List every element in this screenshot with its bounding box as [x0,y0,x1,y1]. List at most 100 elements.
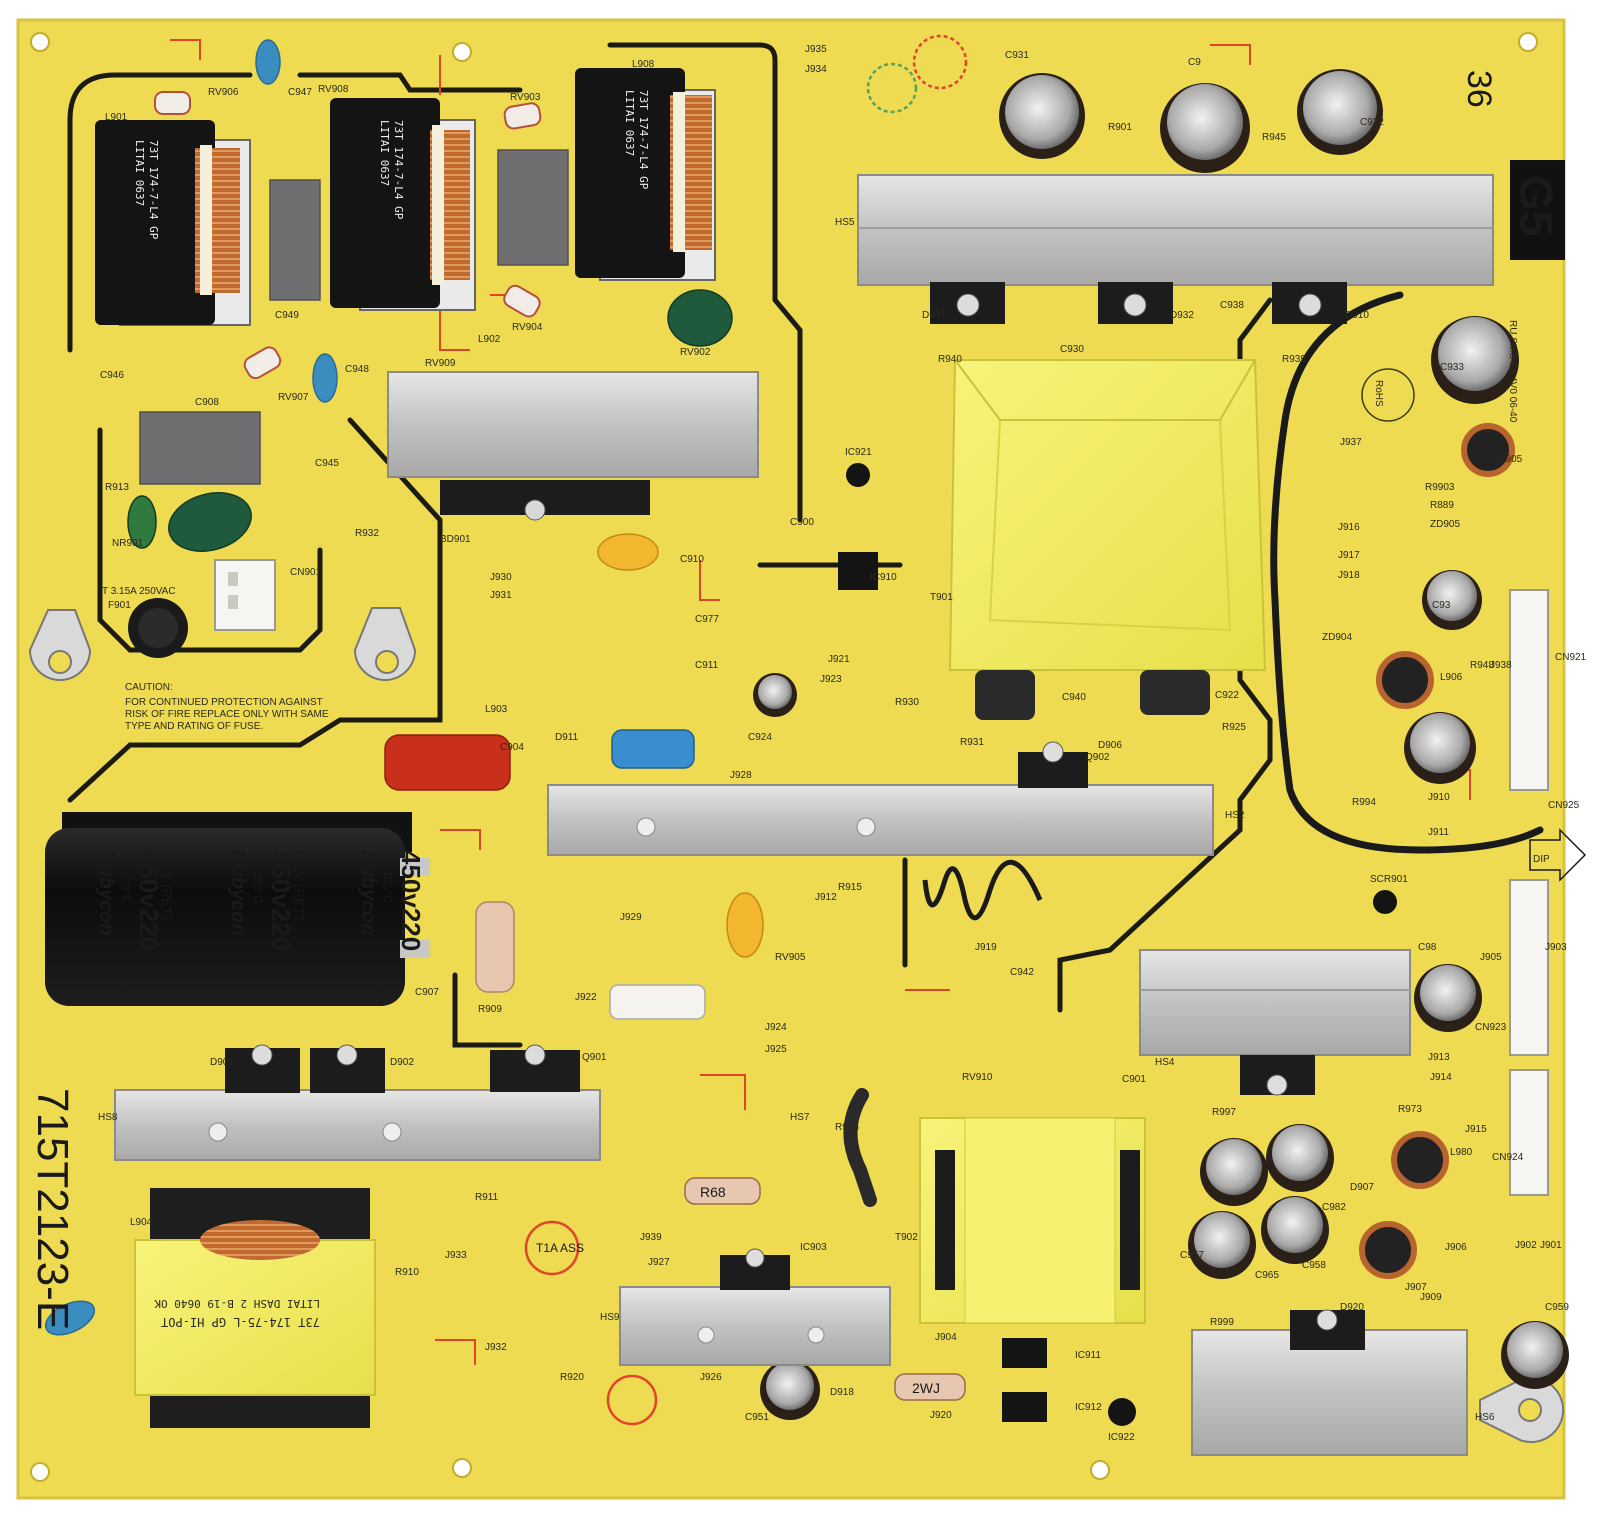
ref-j905: J905 [1480,952,1502,963]
ref-j937: J937 [1340,437,1362,448]
heatsink-hs9 [619,1248,891,1366]
cap-temp-2: CE 105°C [251,850,265,904]
common-mode-choke-1: 73T 174-7-L4 GP LITAI 0637 [95,120,251,326]
ref-r889: R889 [1430,500,1454,511]
ref-j904: J904 [935,1332,957,1343]
cap-rating-2: 450v220 [266,850,296,951]
cap-brand: Rubycon [95,850,117,936]
ref-j909: J909 [1420,1292,1442,1303]
ref-j935: J935 [805,44,827,55]
ref-ic903: IC903 [800,1242,827,1253]
ref-j917: J917 [1338,550,1360,561]
ref-f901: F901 [108,600,131,611]
ref-d931: D931 [922,310,946,321]
bulk-cap-text-3: Rubycon CE 105°C 450v220 [357,850,426,951]
ref-r945: R945 [1262,132,1286,143]
ref-j906: J906 [1445,1242,1467,1253]
revision-marking-g5: G5 [1510,160,1565,260]
ref-d906: D906 [1098,740,1122,751]
inductors-copper [1359,423,1515,1279]
ref-c904: C904 [500,742,524,753]
ref-j932: J932 [485,1342,507,1353]
choke-3-line2: LITAI 0637 [623,90,636,156]
ref-c908: C908 [195,397,219,408]
fuse-rating-label: T 3.15A 250VAC [102,586,176,597]
ref-j919: J919 [975,942,997,953]
ref-j933: J933 [445,1250,467,1261]
ref-ic911: IC911 [1075,1350,1101,1361]
ref-rv909: RV909 [425,358,456,369]
ref-j938: J938 [1490,660,1512,671]
ref-j901: J901 [1540,1240,1562,1251]
ref-r965: R965 [835,1122,859,1133]
ref-hs4: HS4 [1155,1057,1175,1068]
ref-r973: R973 [1398,1104,1422,1115]
ref-c949: C949 [275,310,299,321]
ceramic-resistor [609,984,706,1020]
ref-rv907: RV907 [278,392,309,403]
ref-l901: L901 [105,112,128,123]
ref-t902: T902 [895,1232,918,1243]
ref-c93: C93 [1432,600,1451,611]
ref-hs5: HS5 [835,217,855,228]
common-mode-choke-3: 73T 174-7-L4 GP LITAI 0637 [575,68,716,281]
heatsink-bridge [387,371,759,521]
ref-c930: C930 [1060,344,1084,355]
ref-c907: C907 [415,987,439,998]
caution-line-2: RISK OF FIRE REPLACE ONLY WITH SAME [125,709,329,720]
choke-1-marking: 73T 174-7-L4 GP [147,140,160,240]
lot-mark: 36 [1460,70,1498,108]
ref-j902: J902 [1515,1240,1537,1251]
ref-j924: J924 [765,1022,787,1033]
ref-c922: C922 [1215,690,1239,701]
cap-rating: 450v220 [134,850,164,951]
transformer-l904-marking: 73T 174-75-L GP HI-POT [161,1315,320,1329]
ref-j913: J913 [1428,1052,1450,1063]
ref-ic912: IC912 [1075,1402,1102,1413]
ref-l903: L903 [485,704,508,715]
ref-l980: L980 [1450,1147,1473,1158]
heatsink-hs6 [1191,1309,1468,1456]
ref-rv904: RV904 [512,322,543,333]
ref-r913: R913 [105,482,129,493]
ref-r925: R925 [1222,722,1246,733]
ref-rv905: RV905 [775,952,806,963]
ref-j907: J907 [1405,1282,1427,1293]
green-stamp-top [866,62,918,114]
ref-c982: C982 [1322,1202,1346,1213]
bulk-cap-text-2: Rubycon CE 105°C 450v220 MXY (PET) [227,850,307,951]
ref-rv908: RV908 [318,84,349,95]
ref-j915: J915 [1465,1124,1487,1135]
ref-j911: J911 [1428,827,1449,838]
pcb-traces [67,42,1273,1048]
ref-hs9: HS9 [600,1312,620,1323]
transformer-l904: 73T 174-75-L GP HI-POT LITAI DASH 2 B-19… [134,1188,376,1428]
ref-j910: J910 [1428,792,1450,803]
ref-c901: C901 [1122,1074,1146,1085]
ref-r910: R910 [395,1267,419,1278]
cap-series: MXY (PET) [159,850,175,921]
ref-j921: J921 [828,654,850,665]
ref-c965: C965 [1255,1270,1279,1281]
ref-j939: J939 [640,1232,662,1243]
ref-c910: C910 [680,554,704,565]
ref-r901: R901 [1108,122,1132,133]
ref-j923: J923 [820,674,842,685]
dip-marker: DIP [1529,828,1587,882]
ul-mark-text: RU SMS-2 94V0 06-40 [1507,320,1518,423]
ref-scr901: SCR901 [1370,874,1408,885]
dip-label: DIP [1533,854,1550,865]
ref-c911: C911 [695,660,719,671]
orange-ceramic-cap [597,533,659,571]
ref-rv902: RV902 [680,347,711,358]
ref-j916: J916 [1338,522,1360,533]
mounting-lugs [28,607,1565,1443]
heatsink-hs2 [547,741,1214,856]
ref-j918: J918 [1338,570,1360,581]
ref-c945: C945 [315,458,339,469]
ref-j925: J925 [765,1044,787,1055]
heatsink-hs5 [857,174,1494,324]
yellow-varistor-rv905 [726,892,764,958]
ref-j926: J926 [700,1372,722,1383]
ref-c940: C940 [1062,692,1086,703]
